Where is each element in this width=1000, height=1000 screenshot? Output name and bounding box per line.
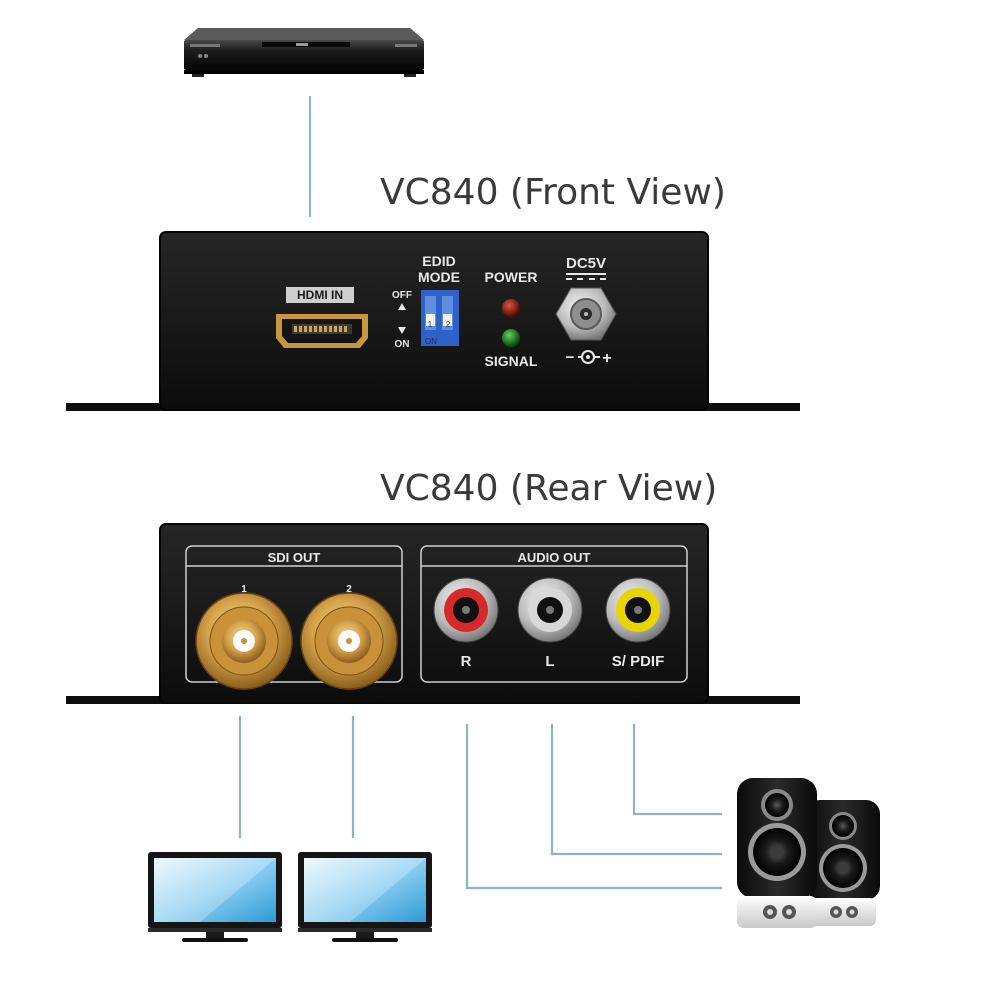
signal-led <box>502 329 520 347</box>
bnc-port-1 <box>195 592 293 690</box>
polarity-minus: − <box>566 349 575 366</box>
blu-ray-player-icon <box>184 28 424 77</box>
audio-out-label: AUDIO OUT <box>518 550 591 565</box>
sdi-out-group: SDI OUT 1 2 <box>185 545 403 690</box>
switch-on-label: ON <box>395 339 410 350</box>
sdi-port2-number: 2 <box>346 584 352 595</box>
polarity-plus: + <box>602 350 611 367</box>
arrow-down-icon <box>398 327 406 334</box>
audio-l-label: L <box>545 653 554 670</box>
arrow-up-icon <box>398 303 406 310</box>
rca-port-spdif <box>605 577 671 643</box>
dip-pos2: 2 <box>446 320 451 329</box>
hdmi-in-port: HDMI IN <box>276 287 368 348</box>
rear-panel: SDI OUT 1 2 AUDIO OUT <box>66 523 800 704</box>
switch-off-label: OFF <box>392 290 412 301</box>
audio-r-cable <box>465 724 722 890</box>
edid-label-line1: EDID <box>422 253 455 269</box>
audio-spdif-label: S/ PDIF <box>612 653 665 670</box>
sdi-port1-number: 1 <box>241 584 247 595</box>
power-led <box>502 299 520 317</box>
signal-label: SIGNAL <box>485 353 538 369</box>
dip-pos1: 1 <box>428 320 433 329</box>
spdif-cable <box>632 724 722 816</box>
speaker-icon <box>737 778 880 928</box>
monitor-icon <box>298 852 432 942</box>
rca-port-l <box>517 577 583 643</box>
dip-on-mark: ON <box>425 337 437 346</box>
edid-mode-switch: EDID MODE OFF ON 1 2 ON <box>392 253 460 350</box>
audio-l-cable <box>550 724 722 856</box>
power-label: POWER <box>485 269 538 285</box>
hdmi-in-label: HDMI IN <box>297 288 343 302</box>
front-view-title: VC840 (Front View) <box>380 172 726 213</box>
dc5v-label: DC5V <box>566 255 606 272</box>
edid-label-line2: MODE <box>418 269 460 285</box>
monitor-icon <box>148 852 282 942</box>
rear-view-title: VC840 (Rear View) <box>380 468 717 509</box>
sdi-out-label: SDI OUT <box>268 550 321 565</box>
audio-r-label: R <box>461 653 472 670</box>
dc-power-jack: DC5V − + <box>555 255 617 367</box>
rca-port-r <box>433 577 499 643</box>
bnc-port-2 <box>300 592 398 690</box>
audio-out-group: AUDIO OUT R L S/ PDIF <box>420 545 688 683</box>
front-panel: HDMI IN EDID MODE OFF ON <box>66 231 800 411</box>
